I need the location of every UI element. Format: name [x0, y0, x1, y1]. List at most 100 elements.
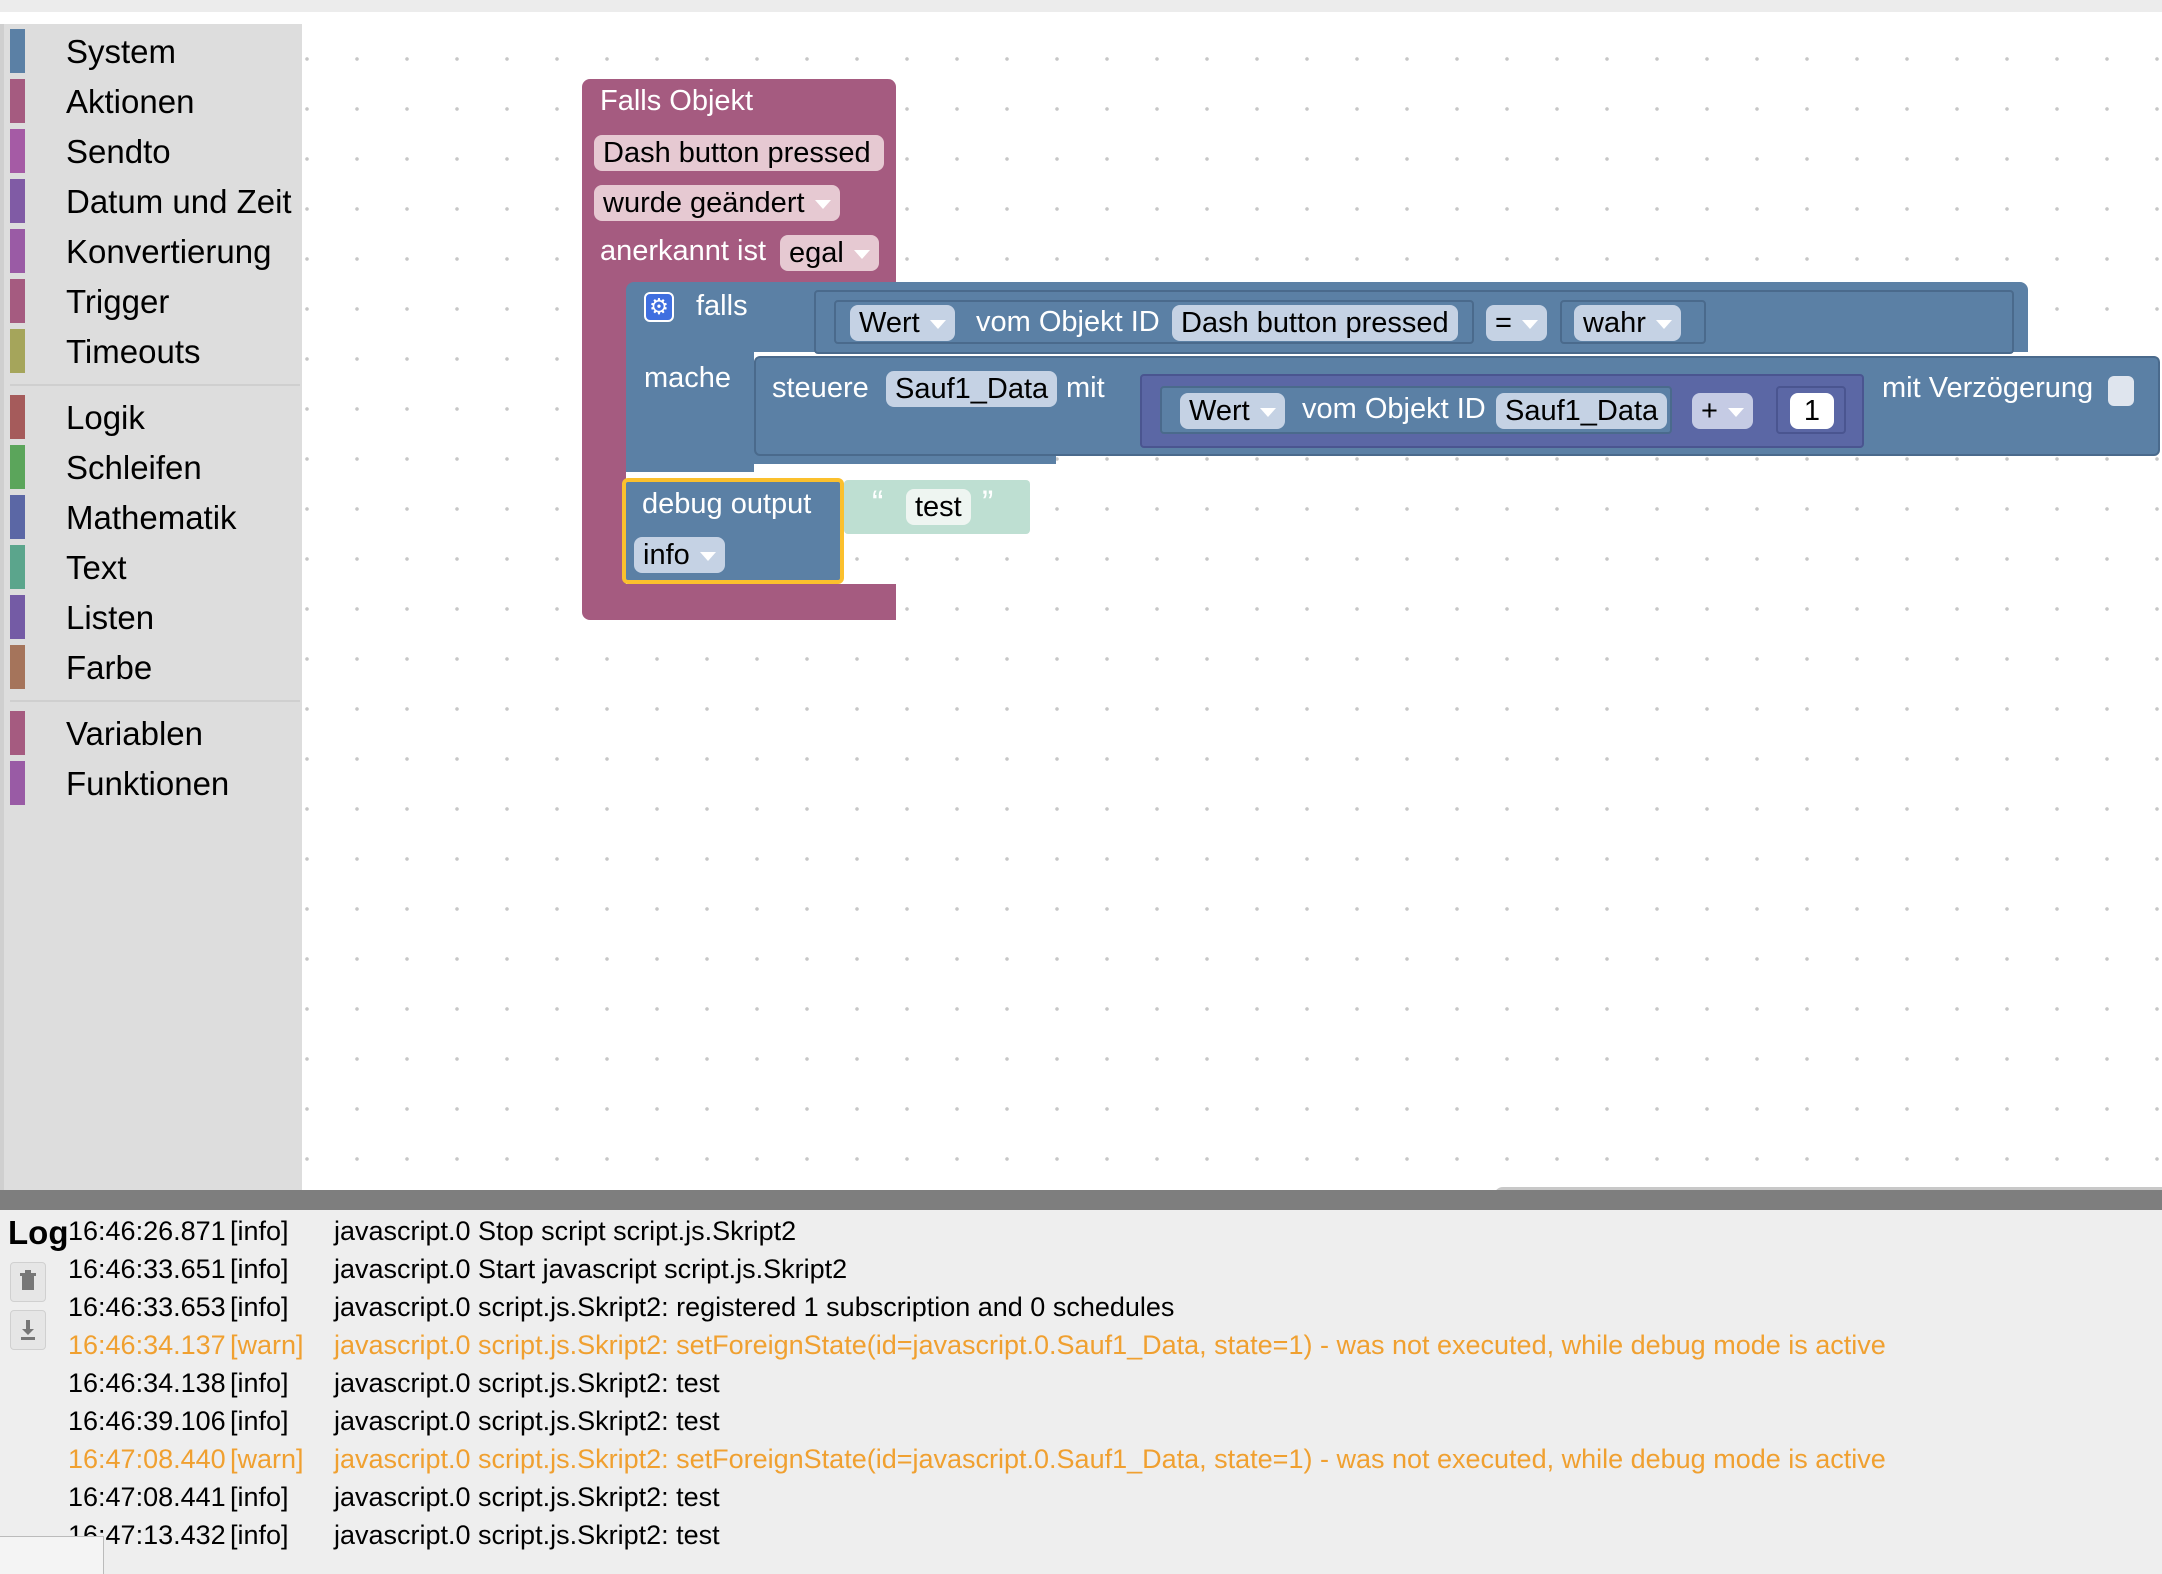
trigger-change-dropdown[interactable]: wurde geändert	[594, 185, 840, 221]
toolbox-category-logik[interactable]: Logik	[10, 395, 300, 439]
toolbox-category-sendto[interactable]: Sendto	[10, 129, 300, 173]
chevron-down-icon	[814, 199, 831, 209]
toolbox-category-schleifen[interactable]: Schleifen	[10, 445, 300, 489]
category-label: Listen	[66, 599, 155, 636]
delay-checkbox[interactable]	[2108, 376, 2134, 406]
gear-icon[interactable]: ⚙	[644, 292, 674, 322]
toolbox-category-farbe[interactable]: Farbe	[10, 645, 300, 689]
category-label: Aktionen	[66, 83, 195, 120]
category-color-bar	[10, 179, 25, 223]
log-message: javascript.0 script.js.Skript2: register…	[334, 1292, 1175, 1322]
log-level: [info]	[230, 1482, 289, 1512]
trigger-ack-label: anerkannt ist	[600, 235, 767, 267]
category-label: Variablen	[66, 715, 203, 752]
debug-text-field[interactable]: test	[906, 489, 971, 525]
log-message: javascript.0 Stop script script.js.Skrip…	[334, 1216, 797, 1246]
control-value-dropdown[interactable]: Wert	[1180, 393, 1285, 429]
log-time: 16:46:39.106	[68, 1406, 226, 1436]
download-icon[interactable]	[10, 1310, 46, 1350]
category-color-bar	[10, 29, 25, 73]
log-level: [info]	[230, 1254, 289, 1284]
log-time: 16:46:26.871	[68, 1216, 226, 1246]
category-color-bar	[10, 545, 25, 589]
control-mit-label: mit	[1066, 372, 1105, 404]
category-color-bar	[10, 711, 25, 755]
toolbox-category-listen[interactable]: Listen	[10, 595, 300, 639]
toolbox-category-trigger[interactable]: Trigger	[10, 279, 300, 323]
toolbox-category-mathematik[interactable]: Mathematik	[10, 495, 300, 539]
log-message: javascript.0 Start javascript script.js.…	[334, 1254, 848, 1284]
control-label: steuere	[772, 372, 869, 404]
debug-label: debug output	[642, 488, 812, 520]
control-vom-label: vom Objekt ID	[1302, 393, 1486, 425]
control-delay-label: mit Verzögerung	[1882, 372, 2094, 404]
toolbox-category-system[interactable]: System	[10, 29, 300, 73]
condition-operator-dropdown[interactable]: =	[1486, 305, 1547, 341]
condition-operator-value: =	[1495, 307, 1512, 339]
if-mache-label: mache	[644, 362, 732, 394]
category-color-bar	[10, 329, 25, 373]
quote-open-icon: “	[872, 484, 884, 522]
category-color-bar	[10, 395, 25, 439]
log-level: [info]	[230, 1216, 289, 1246]
chevron-down-icon	[853, 249, 870, 259]
resize-corner	[0, 1536, 104, 1574]
condition-value-dropdown[interactable]: Wert	[850, 305, 955, 341]
toolbox-category-datum-und-zeit[interactable]: Datum und Zeit	[10, 179, 300, 223]
math-operator-value: +	[1701, 395, 1718, 427]
category-label: Sendto	[66, 133, 171, 170]
log-level: [info]	[230, 1368, 289, 1398]
number-input[interactable]: 1	[1790, 393, 1834, 429]
panel-resize-divider[interactable]	[0, 1190, 2162, 1210]
log-panel: Log 16:46:26.871[info]javascript.0 Stop …	[0, 1210, 2162, 1574]
trigger-object-field[interactable]: Dash button pressed	[594, 135, 884, 171]
toolbox-separator	[10, 700, 300, 702]
log-level: [warn]	[230, 1444, 304, 1474]
log-title: Log	[8, 1214, 69, 1251]
category-color-bar	[10, 279, 25, 323]
trigger-ack-dropdown[interactable]: egal	[780, 235, 879, 271]
control-value-label: Wert	[1189, 395, 1250, 427]
log-time: 16:47:08.441	[68, 1482, 226, 1512]
trash-icon[interactable]	[10, 1262, 46, 1302]
blockly-toolbox: System Aktionen Sendto Datum und Zeit Ko…	[0, 24, 302, 1202]
log-message: javascript.0 script.js.Skript2: setForei…	[334, 1330, 1886, 1360]
toolbox-category-funktionen[interactable]: Funktionen	[10, 761, 300, 805]
control-value-object-field[interactable]: Sauf1_Data	[1496, 393, 1668, 429]
toolbox-category-timeouts[interactable]: Timeouts	[10, 329, 300, 373]
category-label: Text	[66, 549, 127, 586]
trash-icon-glyph	[20, 1270, 36, 1290]
control-object-field[interactable]: Sauf1_Data	[886, 371, 1058, 407]
debug-level-dropdown[interactable]: info	[634, 537, 725, 573]
log-time: 16:46:34.137	[68, 1330, 226, 1360]
category-label: Trigger	[66, 283, 170, 320]
category-color-bar	[10, 445, 25, 489]
quote-close-icon: ”	[982, 484, 994, 522]
category-label: Schleifen	[66, 449, 202, 486]
category-label: Farbe	[66, 649, 153, 686]
log-level: [info]	[230, 1406, 289, 1436]
log-message: javascript.0 script.js.Skript2: setForei…	[334, 1444, 1886, 1474]
condition-compare-value: wahr	[1583, 307, 1646, 339]
category-label: Mathematik	[66, 499, 237, 536]
toolbox-category-text[interactable]: Text	[10, 545, 300, 589]
toolbox-category-aktionen[interactable]: Aktionen	[10, 79, 300, 123]
toolbox-category-variablen[interactable]: Variablen	[10, 711, 300, 755]
toolbox-category-konvertierung[interactable]: Konvertierung	[10, 229, 300, 273]
blockly-workspace[interactable]: Falls Objekt Dash button pressed wurde g…	[302, 24, 2162, 1202]
math-operator-dropdown[interactable]: +	[1692, 393, 1753, 429]
condition-object-field[interactable]: Dash button pressed	[1172, 305, 1458, 341]
log-level: [info]	[230, 1292, 289, 1322]
log-message: javascript.0 script.js.Skript2: test	[334, 1406, 720, 1436]
log-level: [warn]	[230, 1330, 304, 1360]
trigger-change-value: wurde geändert	[603, 187, 805, 219]
trigger-block-spine	[582, 324, 626, 604]
log-message: javascript.0 script.js.Skript2: test	[334, 1368, 720, 1398]
log-message: javascript.0 script.js.Skript2: test	[334, 1520, 720, 1550]
condition-value-label: Wert	[859, 307, 920, 339]
category-label: System	[66, 33, 177, 70]
category-color-bar	[10, 79, 25, 123]
condition-compare-dropdown[interactable]: wahr	[1574, 305, 1681, 341]
category-color-bar	[10, 129, 25, 173]
category-color-bar	[10, 645, 25, 689]
